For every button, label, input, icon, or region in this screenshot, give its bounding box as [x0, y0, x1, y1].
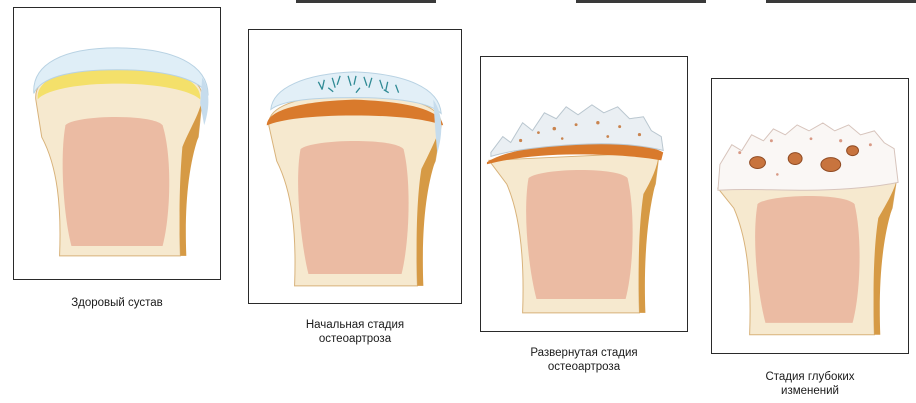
marrow — [526, 170, 632, 299]
caption-deep-changes-stage: Стадия глубоких изменений — [711, 370, 909, 398]
panel-deep-changes-stage — [711, 78, 909, 354]
caption-developed-stage: Развернутая стадия остеоартроза — [480, 346, 688, 374]
caption-line: Здоровый сустав — [13, 296, 221, 310]
top-edge-remnant — [296, 0, 916, 5]
marrow — [63, 117, 170, 246]
marrow — [755, 196, 859, 323]
caption-line: Стадия глубоких — [711, 370, 909, 384]
panel-healthy-joint — [13, 7, 221, 280]
caption-line: Развернутая стадия — [480, 346, 688, 360]
caption-initial-stage: Начальная стадия остеоартроза — [248, 318, 462, 346]
caption-line: остеоартроза — [248, 332, 462, 346]
caption-healthy-joint: Здоровый сустав — [13, 296, 221, 310]
panel-developed-stage — [480, 56, 688, 332]
caption-line: Начальная стадия — [248, 318, 462, 332]
sclerotic-surface — [718, 123, 898, 190]
deep-changes-illustration — [712, 79, 908, 353]
developed-stage-illustration — [481, 57, 687, 331]
caption-line: остеоартроза — [480, 360, 688, 374]
marrow — [298, 141, 408, 274]
initial-stage-illustration — [249, 30, 461, 303]
panel-initial-stage — [248, 29, 462, 304]
caption-line: изменений — [711, 384, 909, 398]
healthy-joint-illustration — [14, 8, 220, 279]
